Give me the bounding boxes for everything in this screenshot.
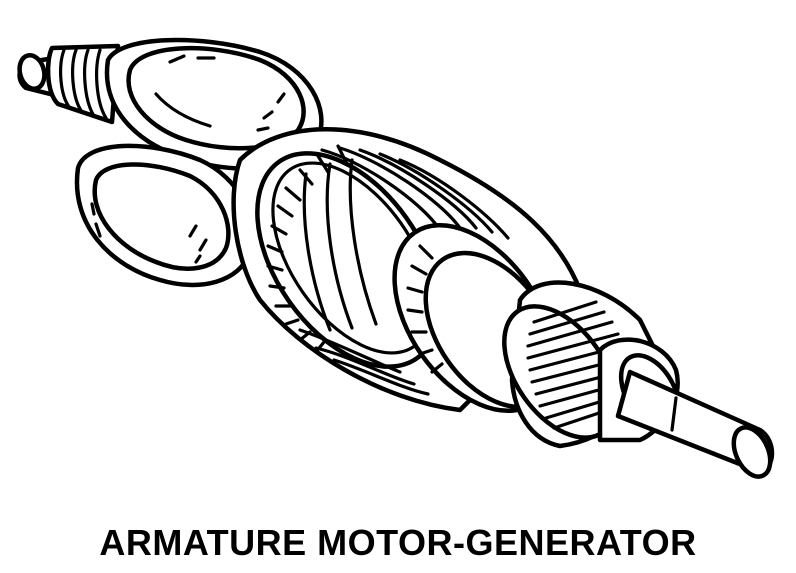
output-shaft: [615, 369, 775, 479]
figure-caption: ARMATURE MOTOR-GENERATOR: [99, 522, 697, 563]
armature-windings: [298, 146, 510, 396]
left-shaft-end: [17, 43, 121, 125]
armature-illustration: [17, 37, 775, 479]
